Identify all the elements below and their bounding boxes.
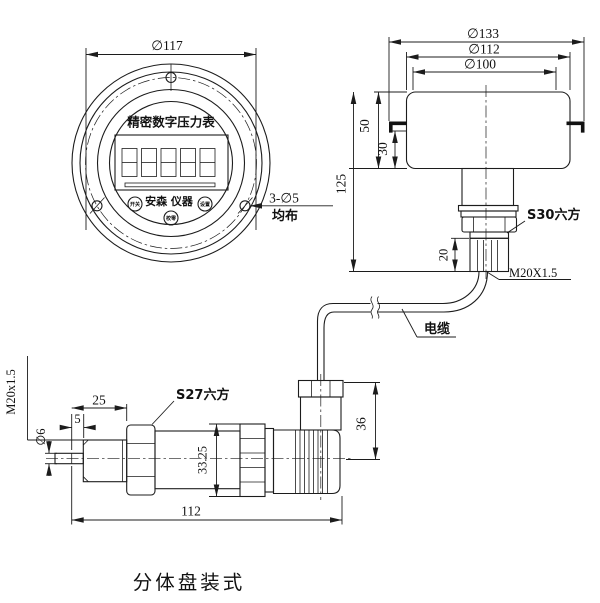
hex-s30: [461, 216, 518, 233]
zero-button-label: 校零: [166, 215, 177, 222]
s30-hex-note: S30六方: [506, 207, 580, 234]
lcd-window: [114, 134, 229, 191]
dim-125: 125: [334, 92, 470, 272]
dim-25-label: 25: [92, 393, 106, 408]
dim-36-label: 36: [354, 417, 369, 431]
dim-33-25-label: 33.25: [196, 446, 210, 474]
transmitter-thread-label: M20x1.5: [4, 369, 18, 415]
dim-100-label: ∅100: [464, 57, 496, 72]
transmitter-thread-note: M20x1.5: [4, 356, 83, 441]
set-button: 设置: [197, 196, 213, 212]
dim-133: ∅133: [388, 26, 585, 121]
drawing-caption: 分体盘装式: [133, 572, 246, 594]
cable-break-mark: [370, 296, 374, 319]
zero-button: 校零: [163, 210, 179, 226]
transmitter-view: ∅6 M20x1.5 5 25 S27六方: [4, 356, 380, 525]
brand-label: 安森 仪器: [145, 194, 194, 208]
dim-20-label: 20: [437, 249, 451, 262]
hex-s27: [126, 424, 156, 496]
dim-133-label: ∅133: [467, 26, 499, 41]
thread-block: [82, 439, 128, 483]
stem-assembly: [457, 167, 519, 273]
holes-note: 3-∅5 均布: [250, 191, 333, 224]
s27-hex-label: S27六方: [176, 387, 229, 403]
dim-30: 30: [375, 130, 406, 169]
dim-112-length: 112: [71, 466, 343, 525]
dim-d6: ∅6: [34, 428, 57, 476]
s27-hex-note: S27六方: [151, 387, 229, 425]
dim-30-label: 30: [375, 142, 390, 156]
dim-20: 20: [437, 237, 469, 272]
grooved-ring: [239, 423, 266, 498]
dim-25: 25: [71, 393, 128, 421]
dim-112-length-label: 112: [181, 504, 201, 519]
dim-112: ∅112: [406, 42, 571, 90]
holes-note-line2: 均布: [272, 208, 298, 224]
dim-117: ∅117: [85, 38, 257, 230]
connector-block: [272, 374, 344, 500]
lcd-digits: [121, 148, 216, 177]
dim-5: 5: [59, 412, 96, 450]
gauge-side-view: ∅133 ∅112 ∅100 50 30: [334, 26, 585, 280]
left-clip: [389, 121, 407, 133]
case-outline: [405, 91, 571, 170]
set-button-label: 设置: [200, 201, 210, 208]
gauge-title: 精密数字压力表: [127, 115, 215, 130]
bolt-circle-centerline: [85, 77, 257, 249]
thread-m20: [469, 237, 510, 273]
dim-125-label: 125: [334, 174, 349, 195]
dim-117-label: ∅117: [151, 38, 183, 53]
dim-112-label: ∅112: [468, 42, 500, 57]
dim-d6-label: ∅6: [34, 428, 48, 445]
m20-thread-label: M20X1.5: [509, 266, 557, 280]
right-clip: [566, 121, 585, 133]
lcd-bargraph: [124, 182, 216, 188]
m20-thread-note: M20X1.5: [486, 266, 571, 280]
dim-5-label: 5: [74, 412, 80, 426]
cable-label: 电缆: [424, 321, 450, 337]
cable-note: 电缆: [401, 308, 456, 338]
connector-neck: [264, 427, 275, 493]
gauge-front-view: ∅117 3-∅5 均布 精密数字压力表 安森 仪器 开关 设置: [71, 38, 333, 263]
dim-36: 36: [344, 382, 380, 460]
cable-run: 电缆: [316, 271, 489, 381]
dim-50-label: 50: [357, 119, 372, 133]
dim-50: 50: [349, 91, 407, 169]
holes-note-line1: 3-∅5: [269, 191, 299, 206]
dim-100: ∅100: [412, 57, 557, 90]
s30-hex-label: S30六方: [527, 207, 580, 223]
power-button-label: 开关: [130, 201, 140, 208]
power-button: 开关: [127, 196, 143, 212]
dim-33-25: 33.25: [196, 423, 243, 497]
